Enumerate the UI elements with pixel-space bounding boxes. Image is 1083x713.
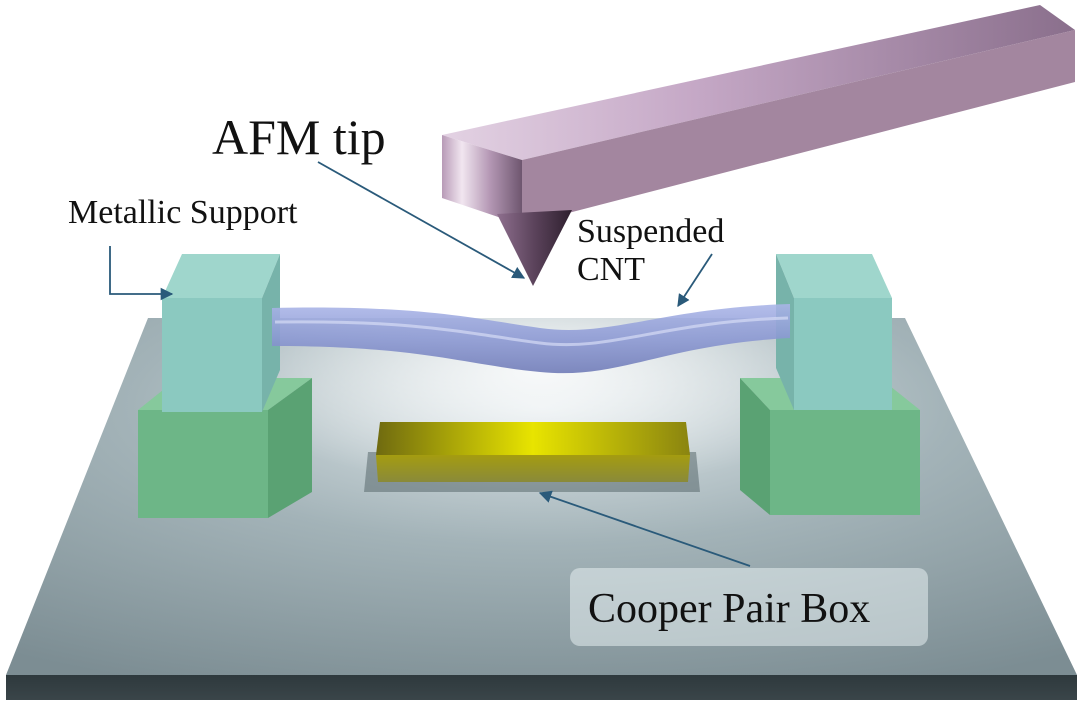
afm-tip-label: AFM tip bbox=[212, 109, 386, 165]
right-support-upper-front bbox=[794, 298, 892, 410]
suspended-cnt-label-line2: CNT bbox=[577, 251, 645, 289]
substrate-front-edge bbox=[6, 675, 1077, 700]
right-support-upper-top bbox=[776, 254, 892, 298]
right-support-lower-front bbox=[770, 410, 920, 515]
afm-tip-arrow bbox=[317, 161, 526, 279]
cnt-highlight bbox=[274, 316, 789, 347]
cantilever-top bbox=[442, 5, 1075, 160]
left-support-upper-front bbox=[162, 298, 262, 412]
cooper-pair-box-front bbox=[376, 455, 690, 482]
pointer-arrows bbox=[109, 161, 751, 567]
afm-tip-cone bbox=[497, 210, 572, 286]
cooper-pair-box-arrow bbox=[538, 490, 751, 567]
left-support-upper-top bbox=[162, 254, 280, 298]
suspended-cnt bbox=[272, 304, 790, 374]
right-metallic-support bbox=[740, 254, 920, 515]
cooper-pair-box-label: Cooper Pair Box bbox=[588, 586, 871, 632]
metallic-support-label: Metallic Support bbox=[68, 194, 298, 231]
cantilever-front bbox=[442, 135, 522, 225]
afm-cantilever bbox=[442, 5, 1075, 286]
right-support-lower-side bbox=[740, 378, 770, 515]
suspended-cnt-label-line1: Suspended bbox=[577, 213, 725, 250]
cooper-pair-box-label-background bbox=[570, 568, 928, 646]
suspended-cnt-arrow bbox=[677, 253, 713, 308]
cantilever-side bbox=[522, 30, 1075, 225]
left-support-lower-front bbox=[138, 410, 268, 518]
left-support-upper-side bbox=[262, 254, 280, 412]
left-support-lower-side bbox=[268, 378, 312, 518]
cnt-body bbox=[272, 304, 790, 374]
left-metallic-support bbox=[138, 254, 312, 518]
metallic-support-arrow bbox=[109, 246, 174, 301]
cooper-pair-box-top bbox=[376, 422, 690, 455]
cooper-pair-box bbox=[364, 422, 700, 492]
suspended-cnt-label: Suspended CNT bbox=[577, 213, 724, 289]
